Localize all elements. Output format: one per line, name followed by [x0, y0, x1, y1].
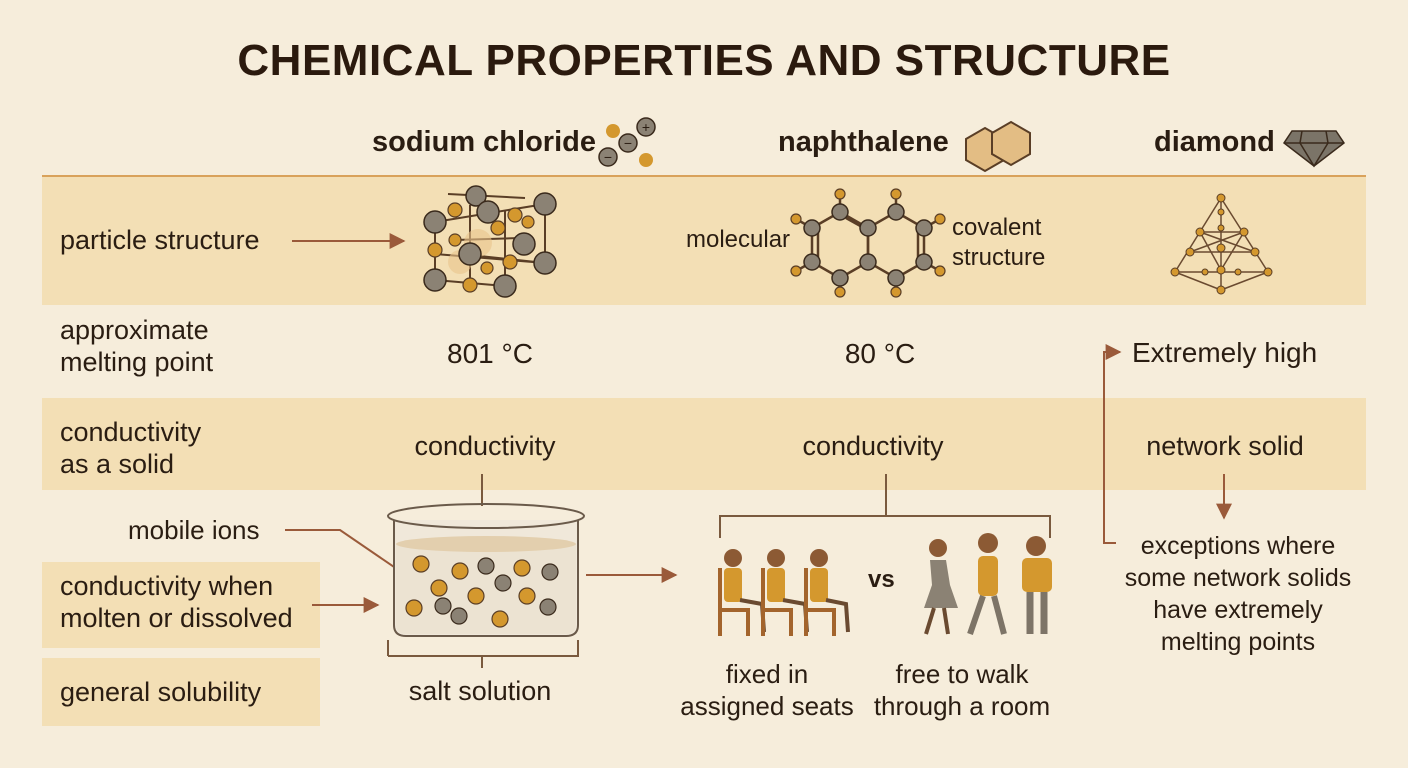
seated-people-icon — [718, 549, 850, 636]
column-header-sodium-chloride: sodium chloride — [372, 126, 596, 158]
row-label-particle-structure: particle structure — [60, 225, 260, 255]
walking-people-icon — [924, 533, 1052, 635]
label-salt-solution: salt solution — [408, 676, 552, 706]
column-header-diamond: diamond — [1154, 126, 1275, 158]
conductivity-label-naphthalene: conductivity — [802, 431, 944, 461]
svg-text:+: + — [642, 119, 650, 135]
page-title: CHEMICAL PROPERTIES AND STRUCTURE — [237, 36, 1171, 85]
ion-cluster-icon: + − − — [598, 117, 656, 167]
naphthalene-carbons — [803, 203, 933, 287]
beaker-ions — [405, 555, 559, 628]
label-free-walk: free to walk through a room — [873, 659, 1051, 721]
naphthalene-hydrogens — [790, 188, 946, 298]
svg-text:−: − — [604, 149, 612, 165]
melting-point-diamond: Extremely high — [1132, 337, 1318, 368]
bracket-naphthalene-conductivity — [719, 474, 1051, 538]
melting-point-sodium-chloride: 801 °C — [447, 338, 533, 369]
label-fixed-seats: fixed in assigned seats — [680, 659, 854, 721]
gem-icon — [1282, 130, 1346, 168]
melting-point-naphthalene: 80 °C — [844, 338, 916, 369]
row-box-solubility — [42, 658, 320, 726]
label-molecular: molecular — [686, 226, 791, 253]
row-label-solubility: general solubility — [60, 677, 262, 707]
row-label-conductivity-molten: conductivity when molten or dissolved — [60, 571, 293, 633]
diamond-atoms — [1170, 193, 1273, 295]
label-network-solid: network solid — [1146, 431, 1304, 461]
nacl-lattice — [423, 185, 557, 298]
row-box-conductivity-molten — [42, 562, 320, 648]
label-covalent-structure: covalent structure — [952, 214, 1046, 271]
row-band-particle-structure — [42, 177, 1366, 305]
column-header-naphthalene: naphthalene — [778, 126, 949, 158]
svg-text:−: − — [624, 135, 632, 151]
arrow-exceptions-to-melting — [1103, 344, 1122, 544]
row-label-conductivity-solid: conductivity as a solid — [60, 417, 202, 479]
hexagon-rings-icon — [965, 120, 1031, 173]
label-exceptions: exceptions where some network solids hav… — [1124, 532, 1352, 656]
arrow-mobile-ions — [285, 529, 418, 583]
bracket-salt-solution — [388, 640, 579, 668]
naphthalene-molecule — [795, 194, 941, 292]
row-label-melting-point: approximate melting point — [60, 315, 214, 377]
label-vs: vs — [868, 566, 895, 593]
label-mobile-ions: mobile ions — [128, 515, 260, 545]
conductivity-label-sodium-chloride: conductivity — [414, 431, 556, 461]
row-band-conductivity-solid — [42, 398, 1366, 490]
